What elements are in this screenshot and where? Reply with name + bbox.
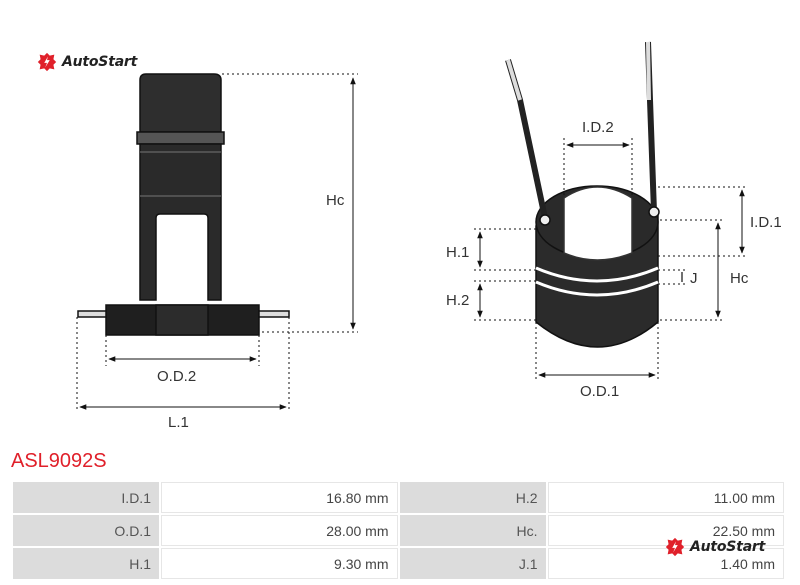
brand-name: AutoStart bbox=[62, 54, 138, 70]
spec-label: J.1 bbox=[399, 548, 546, 579]
spec-value: 22.50 mm bbox=[547, 515, 784, 546]
spec-label: H.1 bbox=[13, 548, 159, 579]
dim-label-id2: I.D.2 bbox=[582, 119, 614, 136]
side-view-dimensions bbox=[76, 73, 358, 412]
spec-value: 1.40 mm bbox=[547, 548, 784, 579]
spec-label: I.D.1 bbox=[13, 482, 159, 513]
dim-label-id1: I.D.1 bbox=[750, 214, 782, 231]
brand-logo-icon bbox=[665, 537, 685, 557]
part-number: ASL9092S bbox=[11, 450, 107, 472]
spec-value: 9.30 mm bbox=[161, 548, 398, 579]
spec-label: Hc. bbox=[399, 515, 546, 546]
spec-value: 16.80 mm bbox=[161, 482, 398, 513]
dim-label-j: J bbox=[690, 270, 698, 287]
brand-logo-icon bbox=[37, 52, 57, 72]
brand-name: AutoStart bbox=[690, 539, 766, 555]
dim-label-od2: O.D.2 bbox=[157, 368, 196, 385]
perspective-view-dimensions bbox=[474, 138, 748, 380]
technical-drawing: Hc O.D.2 L.1 bbox=[76, 41, 782, 431]
table-row: O.D.1 28.00 mm Hc. 22.50 mm bbox=[13, 515, 784, 546]
side-view bbox=[77, 73, 290, 336]
brand-logo-watermark: AutoStart bbox=[664, 536, 765, 558]
dim-label-h1: H.1 bbox=[446, 244, 469, 261]
dim-label-l1: L.1 bbox=[168, 414, 189, 431]
brand-logo: AutoStart bbox=[36, 51, 137, 73]
spec-value: 28.00 mm bbox=[161, 515, 398, 546]
dim-label-od1: O.D.1 bbox=[580, 383, 619, 400]
spec-label: H.2 bbox=[399, 482, 546, 513]
spec-value: 11.00 mm bbox=[547, 482, 784, 513]
dim-label-hc-right: Hc bbox=[730, 270, 749, 287]
perspective-view bbox=[505, 41, 660, 348]
spec-table: I.D.1 16.80 mm H.2 11.00 mm O.D.1 28.00 … bbox=[11, 480, 786, 581]
dim-label-hc: Hc bbox=[326, 192, 345, 209]
table-row: H.1 9.30 mm J.1 1.40 mm bbox=[13, 548, 784, 579]
spec-label: O.D.1 bbox=[13, 515, 159, 546]
dim-label-h2: H.2 bbox=[446, 292, 469, 309]
table-row: I.D.1 16.80 mm H.2 11.00 mm bbox=[13, 482, 784, 513]
